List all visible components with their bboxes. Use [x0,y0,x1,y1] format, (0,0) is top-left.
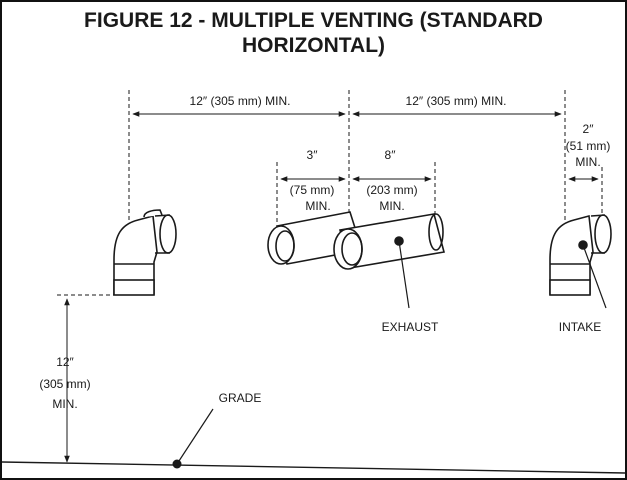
exhaust-length-line-3: MIN. [379,199,404,213]
grade-leader-line [176,408,214,465]
intake-elbow-pipe [549,214,612,296]
exhaust-leader-line [398,240,410,309]
right-span-label: 12″ (305 mm) MIN. [406,94,507,108]
intake-offset-line-3: MIN. [575,155,600,169]
exhaust-offset-line-1: 3″ [307,148,319,162]
grade-height-line-1: 12″ [56,355,74,369]
exhaust-offset-line-3: MIN. [305,199,330,213]
grade-point-marker [172,459,182,469]
intake-offset-line-1: 2″ [583,122,595,136]
figure-title-line-2: HORIZONTAL) [241,34,386,57]
intake-leader-line [582,244,607,309]
exhaust-offset-line-2: (75 mm) [290,183,335,197]
figure-title: FIGURE 12 - MULTIPLE VENTING (STANDARD H… [2,8,625,58]
figure-title-line-1: FIGURE 12 - MULTIPLE VENTING (STANDARD [84,9,543,32]
exhaust-label: EXHAUST [382,320,439,334]
grade-line [2,461,625,474]
grade-height-line-3: MIN. [52,397,77,411]
left-elbow-pipe [113,209,177,296]
exhaust-length-line-1: 8″ [385,148,397,162]
grade-label: GRADE [219,391,262,405]
intake-label: INTAKE [559,320,601,334]
reference-lines [57,90,603,296]
left-span-label: 12″ (305 mm) MIN. [190,94,291,108]
intake-offset-line-2: (51 mm) [566,139,611,153]
exhaust-length-line-2: (203 mm) [366,183,417,197]
exhaust-pipe-lower [333,213,445,270]
grade-height-line-2: (305 mm) [39,377,90,391]
